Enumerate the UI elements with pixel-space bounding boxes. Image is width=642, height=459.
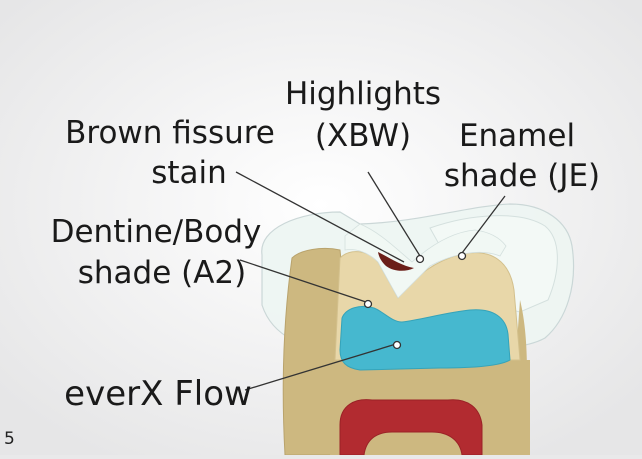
label-enamel-line2: shade (JE): [444, 158, 600, 194]
label-dentine-line1: Dentine/Body: [51, 214, 262, 250]
label-highlights-line1: Highlights: [285, 76, 441, 112]
endpoint-enamel: [459, 253, 466, 260]
label-fissure-line1: Brown fissure: [65, 115, 275, 151]
label-everx-flow: everX Flow: [64, 374, 252, 414]
endpoint-everx: [394, 342, 401, 349]
label-enamel-line1: Enamel: [459, 118, 575, 154]
endpoint-highlights: [417, 256, 424, 263]
endpoint-dentine: [365, 301, 372, 308]
label-dentine-line2: shade (A2): [78, 255, 247, 291]
page-number: 5: [4, 429, 15, 449]
label-highlights-line2: (XBW): [315, 118, 411, 154]
label-fissure-line2: stain: [151, 155, 227, 191]
